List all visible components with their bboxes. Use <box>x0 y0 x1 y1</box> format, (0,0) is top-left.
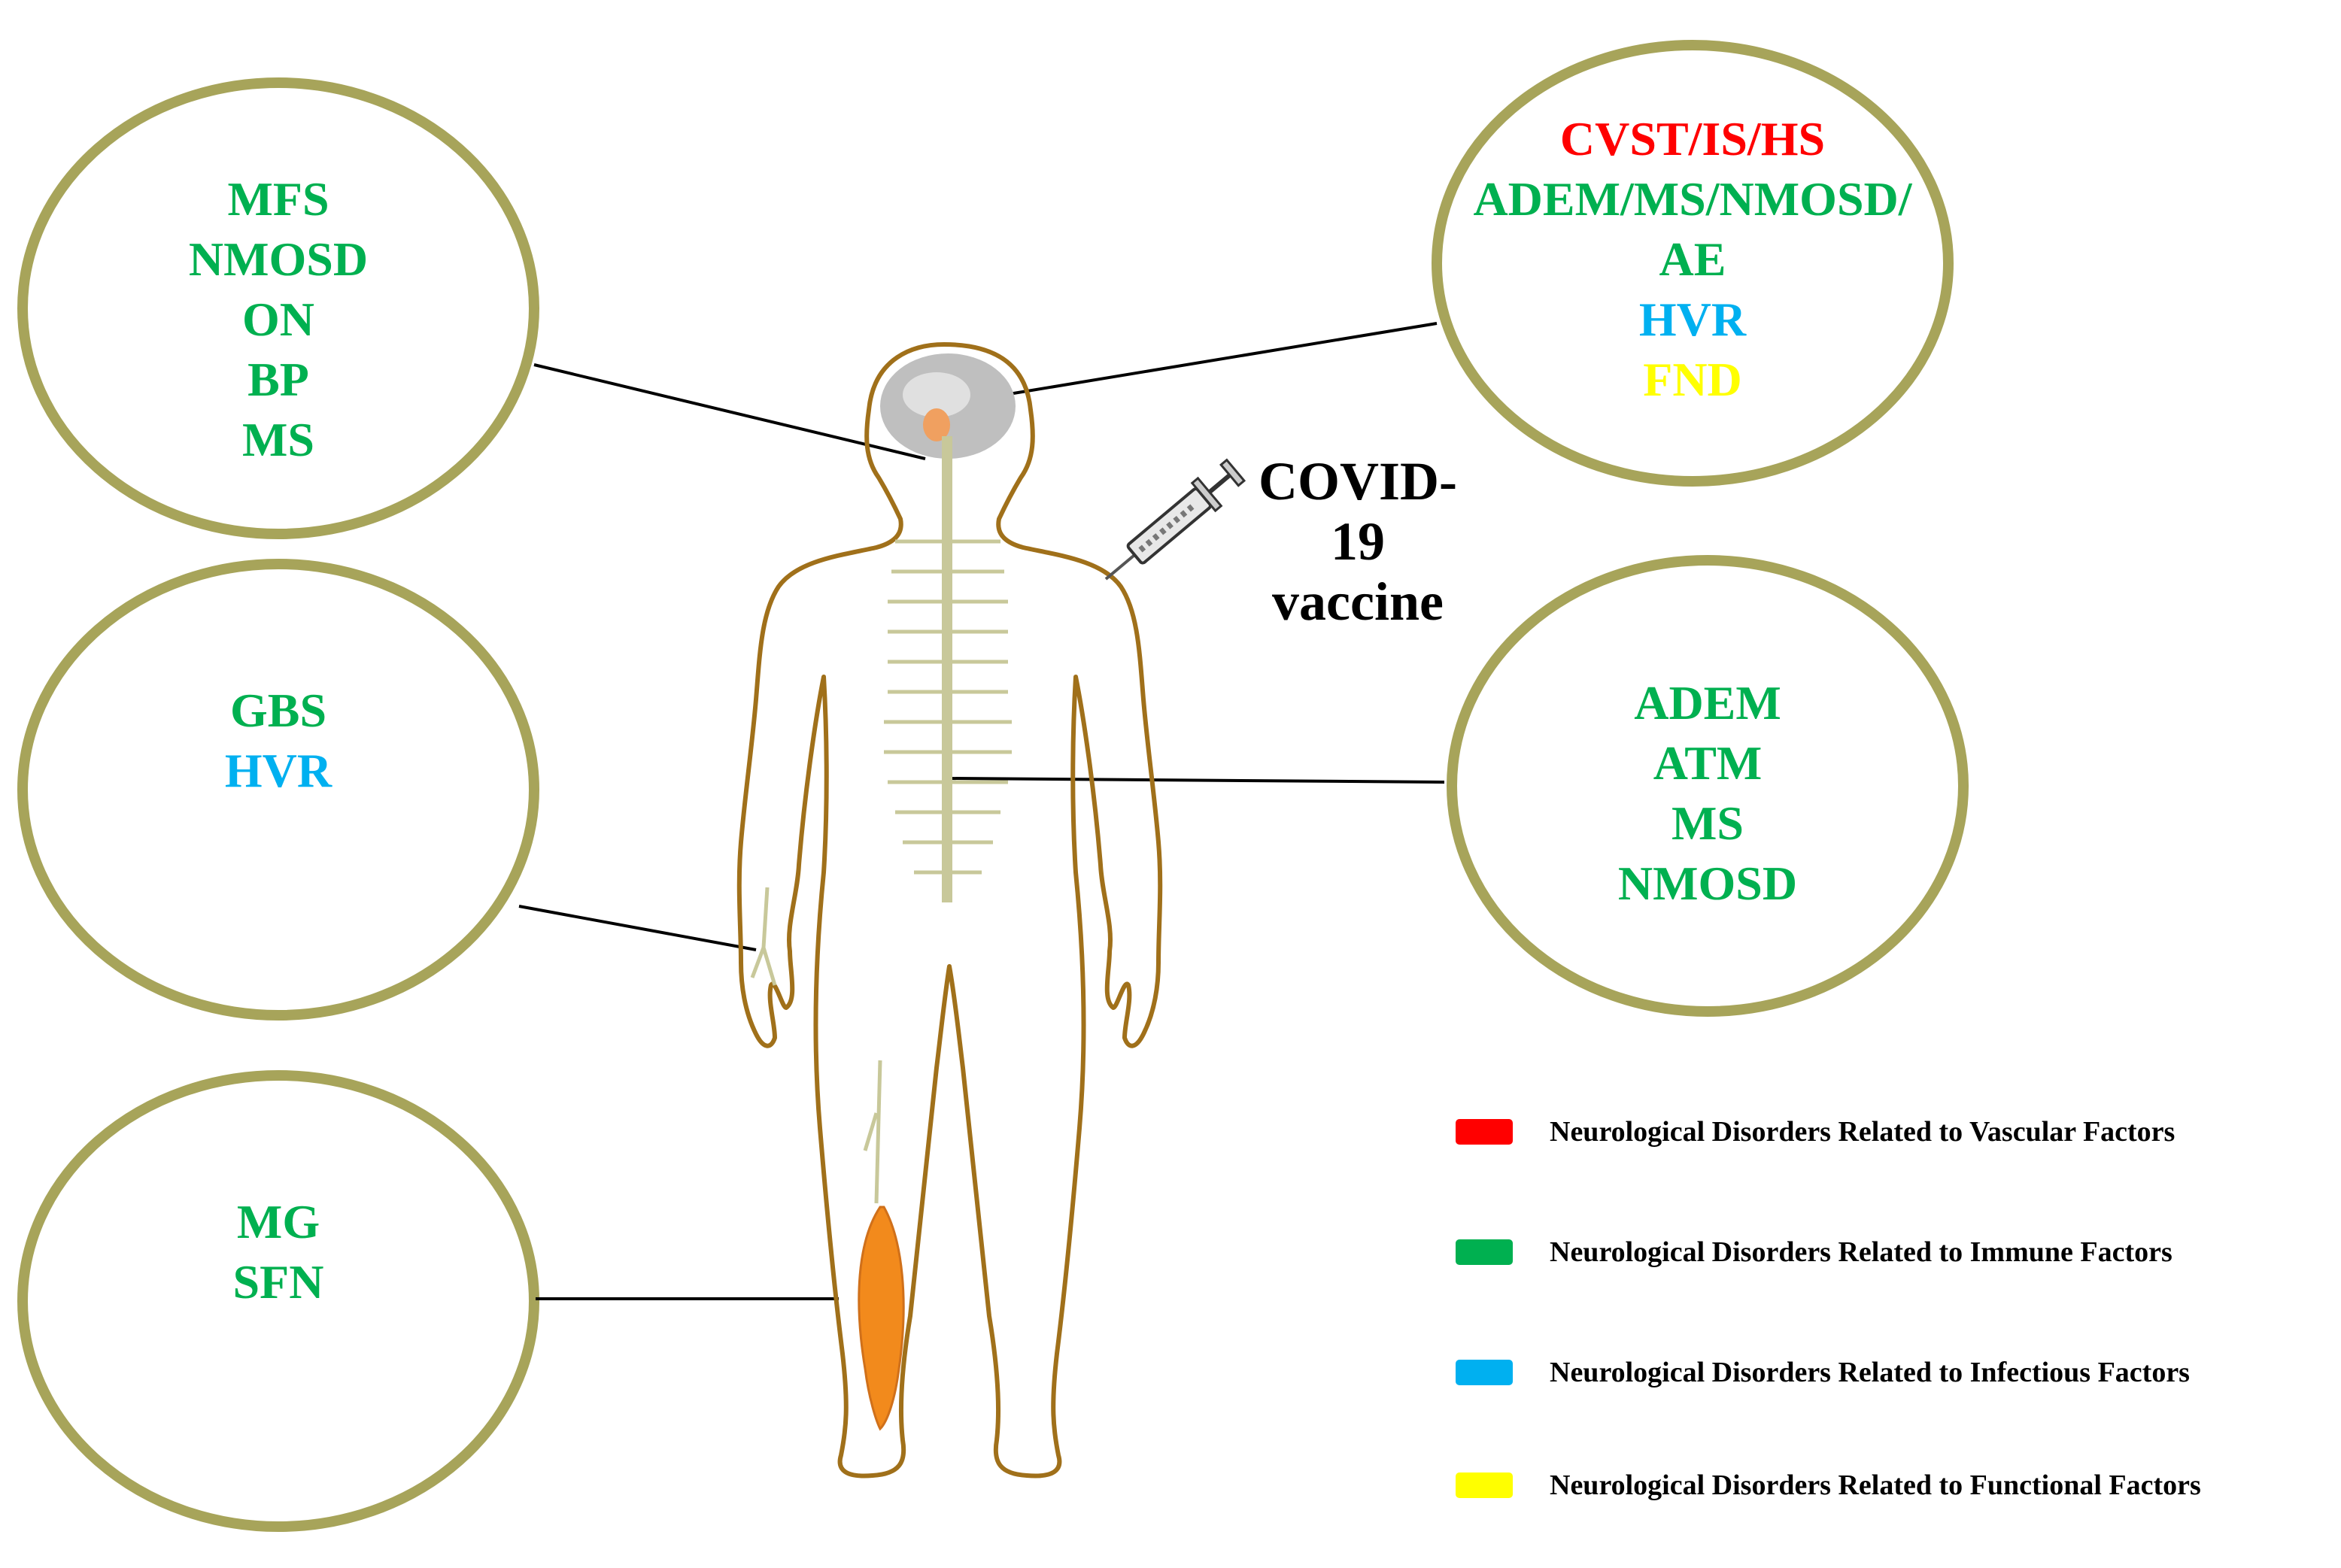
circle-brain <box>1432 40 1954 487</box>
brainstem-mark <box>923 408 950 441</box>
connector-brainstem <box>533 363 926 460</box>
syringe-fill <box>1138 504 1195 553</box>
brain-highlight <box>903 372 970 417</box>
disorder-label: GBS <box>229 684 327 737</box>
vaccine-label-line2: vaccine <box>1272 572 1444 632</box>
disorder-label: HVR <box>224 744 332 797</box>
circle-text-brainstem: MFS NMOSD ON BP MS <box>128 169 429 470</box>
legend-swatch-infectious <box>1456 1360 1513 1385</box>
legend-item-functional: Neurological Disorders Related to Functi… <box>1456 1463 2201 1508</box>
disorder-label: MFS <box>227 172 329 226</box>
legend-swatch-vascular <box>1456 1119 1513 1145</box>
disorder-label: ADEM <box>1634 676 1781 729</box>
circle-brainstem <box>17 77 539 539</box>
spinal-cord <box>942 436 952 902</box>
disorder-label: ATM <box>1653 736 1763 790</box>
syringe-icon <box>1104 458 1246 581</box>
circle-text-muscle: MG SFN <box>128 1192 429 1312</box>
circle-spinal-cord <box>1447 555 1969 1017</box>
circle-text-spinal-cord: ADEM ATM MS NMOSD <box>1557 673 1858 914</box>
syringe-thumb <box>1219 458 1246 487</box>
legend-label-functional: Neurological Disorders Related to Functi… <box>1550 1469 2201 1501</box>
syringe-plunger <box>1207 473 1231 494</box>
disorder-label: MS <box>242 413 314 466</box>
connector-spinal-cord <box>949 777 1445 784</box>
legend-label-infectious: Neurological Disorders Related to Infect… <box>1550 1357 2190 1388</box>
hand-nerve <box>750 887 777 986</box>
connector-peripheral-nerve <box>518 905 757 951</box>
disorder-label: ON <box>242 293 314 346</box>
circle-text-brain: CVST/IS/HS ADEM/MS/NMOSD/AE HVR FND <box>1429 109 1956 410</box>
spinal-nerves <box>884 539 1012 875</box>
connector-lines <box>518 322 1445 1300</box>
disorder-label: NMOSD <box>1617 857 1798 910</box>
disorder-label: SFN <box>232 1255 324 1309</box>
disorder-label: FND <box>1643 353 1742 406</box>
vaccine-label: COVID-19 vaccine <box>1234 451 1482 632</box>
disorder-label: AE <box>1659 232 1726 286</box>
legend-swatch-functional <box>1456 1472 1513 1498</box>
vaccine-label-line1: COVID-19 <box>1259 451 1457 572</box>
disorder-label: BP <box>247 353 309 406</box>
circle-peripheral-nerve <box>17 559 539 1021</box>
legend-swatch-immune <box>1456 1239 1513 1265</box>
disorder-label: HVR <box>1638 293 1747 346</box>
disorder-label: MS <box>1671 796 1744 850</box>
leg-nerve <box>863 1060 882 1204</box>
legend-label-immune: Neurological Disorders Related to Immune… <box>1550 1236 2172 1268</box>
disorder-label: MG <box>236 1195 320 1248</box>
connector-brain <box>981 322 1438 400</box>
circle-muscle <box>17 1070 539 1532</box>
syringe-needle <box>1104 554 1136 581</box>
disorder-label: CVST/IS/HS <box>1559 112 1826 165</box>
legend-label-vascular: Neurological Disorders Related to Vascul… <box>1550 1116 2176 1148</box>
syringe-flange <box>1190 476 1223 513</box>
legend-item-immune: Neurological Disorders Related to Immune… <box>1456 1230 2172 1275</box>
circle-outlines <box>17 40 1969 1532</box>
human-body <box>736 342 1163 1479</box>
disorder-label: NMOSD <box>188 232 369 286</box>
circle-text-peripheral-nerve: GBS HVR <box>128 681 429 801</box>
legend-item-infectious: Neurological Disorders Related to Infect… <box>1456 1350 2190 1395</box>
calf-muscle <box>858 1206 905 1431</box>
body-outline <box>736 342 1163 1479</box>
legend-item-vascular: Neurological Disorders Related to Vascul… <box>1456 1109 2175 1154</box>
disorder-label: ADEM/MS/NMOSD/ <box>1473 172 1912 226</box>
